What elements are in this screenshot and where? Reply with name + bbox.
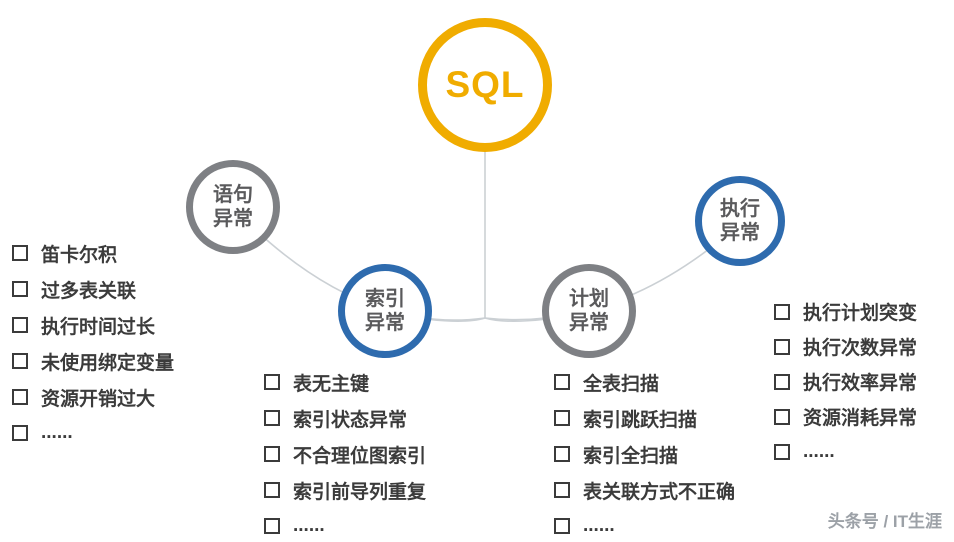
bullet-square-icon (12, 425, 28, 441)
bullet-square-icon (12, 353, 28, 369)
node-execution-label: 执行 异常 (720, 198, 760, 244)
list-item-label: 过多表关联 (41, 280, 137, 302)
index-anomaly-list: 表无主键索引状态异常不合理位图索引索引前导列重复...... (264, 364, 426, 542)
list-item: 索引前导列重复 (264, 472, 426, 508)
node-statement-anomaly: 语句 异常 (186, 160, 280, 254)
node-plan-label: 计划 异常 (569, 288, 609, 334)
statement-anomaly-list: 笛卡尔积过多表关联执行时间过长未使用绑定变量资源开销过大...... (12, 235, 174, 451)
list-item-label: 索引状态异常 (293, 409, 408, 431)
root-node-label: SQL (445, 64, 525, 105)
bullet-square-icon (12, 317, 28, 333)
node-plan-anomaly: 计划 异常 (542, 264, 636, 358)
bullet-square-icon (554, 374, 570, 390)
list-item: 不合理位图索引 (264, 436, 426, 472)
list-item: 未使用绑定变量 (12, 343, 174, 379)
list-item: ...... (774, 434, 917, 469)
bullet-square-icon (774, 443, 790, 460)
list-item: 笛卡尔积 (12, 235, 174, 271)
execution-anomaly-list: 执行计划突变执行次数异常执行效率异常资源消耗异常...... (774, 294, 917, 469)
list-item-label: 资源消耗异常 (803, 408, 918, 429)
list-item-label: 表关联方式不正确 (583, 481, 736, 503)
bullet-square-icon (264, 446, 280, 462)
bullet-square-icon (554, 518, 570, 534)
list-item: 过多表关联 (12, 271, 174, 307)
bullet-square-icon (12, 245, 28, 261)
bullet-square-icon (264, 482, 280, 498)
list-item-label: 索引前导列重复 (293, 481, 427, 503)
bullet-square-icon (774, 373, 790, 390)
watermark-credit: 头条号 / IT生涯 (827, 512, 942, 531)
list-item-label: 未使用绑定变量 (41, 352, 175, 374)
node-index-anomaly: 索引 异常 (338, 264, 432, 358)
list-item: 表关联方式不正确 (554, 472, 735, 508)
list-item: 索引全扫描 (554, 436, 735, 472)
list-item-label: 执行效率异常 (803, 373, 918, 394)
bullet-square-icon (264, 518, 280, 534)
node-index-label: 索引 异常 (365, 288, 405, 334)
bullet-square-icon (554, 482, 570, 498)
list-item: ...... (264, 508, 426, 542)
bullet-square-icon (264, 410, 280, 426)
list-item-label: 索引全扫描 (583, 445, 679, 467)
list-item-label: 执行计划突变 (803, 303, 918, 324)
bullet-square-icon (774, 338, 790, 355)
root-node-sql: SQL (418, 18, 552, 152)
list-item: ...... (554, 508, 735, 542)
bullet-square-icon (554, 446, 570, 462)
list-item: 执行时间过长 (12, 307, 174, 343)
list-item: 全表扫描 (554, 364, 735, 400)
bullet-square-icon (12, 389, 28, 405)
list-item-label: ...... (803, 440, 835, 462)
list-item-label: 全表扫描 (583, 373, 660, 395)
list-item-label: 执行次数异常 (803, 338, 918, 359)
list-item: 执行计划突变 (774, 294, 917, 329)
bullet-square-icon (12, 281, 28, 297)
node-statement-label: 语句 异常 (213, 184, 253, 230)
list-item: 资源消耗异常 (774, 399, 917, 434)
list-item: 索引状态异常 (264, 400, 426, 436)
list-item-label: ...... (293, 515, 325, 536)
bullet-square-icon (554, 410, 570, 426)
list-item-label: 执行时间过长 (41, 316, 156, 338)
list-item: 执行次数异常 (774, 329, 917, 364)
list-item: 执行效率异常 (774, 364, 917, 399)
list-item: 索引跳跃扫描 (554, 400, 735, 436)
list-item: 资源开销过大 (12, 379, 174, 415)
bullet-square-icon (774, 408, 790, 425)
list-item-label: ...... (583, 515, 615, 536)
bullet-square-icon (264, 374, 280, 390)
list-item: ...... (12, 415, 174, 451)
list-item: 表无主键 (264, 364, 426, 400)
bullet-square-icon (774, 303, 790, 320)
list-item-label: 表无主键 (293, 373, 370, 395)
node-execution-anomaly: 执行 异常 (695, 176, 785, 266)
list-item-label: ...... (41, 422, 73, 443)
list-item-label: 不合理位图索引 (293, 445, 427, 467)
list-item-label: 索引跳跃扫描 (583, 409, 698, 431)
list-item-label: 笛卡尔积 (41, 244, 118, 266)
list-item-label: 资源开销过大 (41, 388, 156, 410)
plan-anomaly-list: 全表扫描索引跳跃扫描索引全扫描表关联方式不正确...... (554, 364, 735, 542)
